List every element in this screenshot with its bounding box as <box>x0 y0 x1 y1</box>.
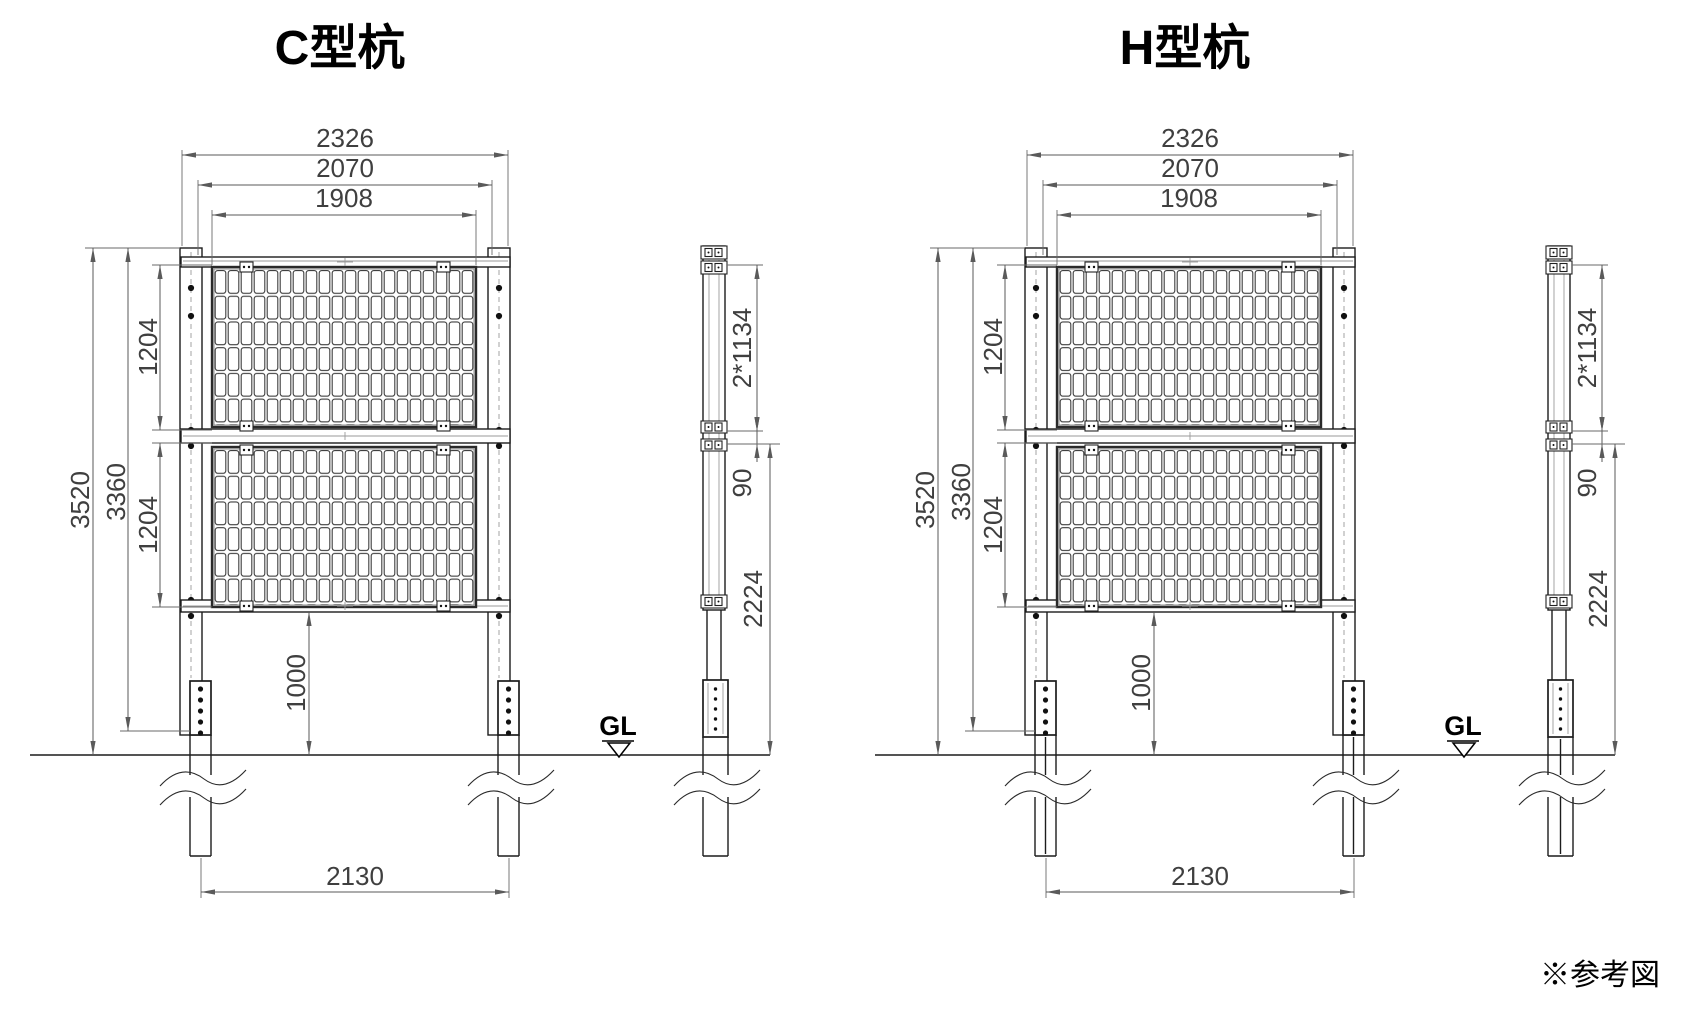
drawing-title: C型杭 <box>275 22 406 75</box>
dim-upper-panel-pitch: 1204 <box>133 318 163 376</box>
dim-panel-gap: 90 <box>1572 469 1602 498</box>
dim-module-height: 2*1134 <box>727 308 757 389</box>
dim-lower-panel-pitch: 1204 <box>133 496 163 554</box>
drawing-title: H型杭 <box>1120 22 1251 75</box>
dim-ground-clearance: 1000 <box>1126 654 1156 712</box>
ground-level-marker <box>606 742 632 759</box>
dim-module-height: 2*1134 <box>1572 308 1602 389</box>
dim-overall-width: 2326 <box>1161 123 1219 153</box>
dim-overall-width: 2326 <box>316 123 374 153</box>
dim-panel-width: 1908 <box>1160 183 1218 213</box>
dim-overall-height: 3520 <box>65 471 95 529</box>
dim-overall-height: 3520 <box>910 471 940 529</box>
dim-lower-height: 2224 <box>1583 570 1613 628</box>
drawing-c-type: C型杭 2326 2070 1908 3520 3360 1204 1204 1… <box>30 22 780 898</box>
ground-level-marker <box>1451 742 1477 759</box>
dim-lower-panel-pitch: 1204 <box>978 496 1008 554</box>
dim-lower-height: 2224 <box>738 570 768 628</box>
dim-pile-spacing: 2130 <box>326 861 384 891</box>
dim-frame-width: 2070 <box>1161 153 1219 183</box>
dim-frame-height: 3360 <box>101 463 131 521</box>
reference-note: ※参考図 <box>1540 959 1660 992</box>
dim-ground-clearance: 1000 <box>281 654 311 712</box>
h-pile-web-lines <box>1044 737 1562 854</box>
dim-panel-width: 1908 <box>315 183 373 213</box>
dim-pile-spacing: 2130 <box>1171 861 1229 891</box>
dim-frame-width: 2070 <box>316 153 374 183</box>
dim-panel-gap: 90 <box>727 469 757 498</box>
drawing-h-type: H型杭 2326 2070 1908 3520 3360 1204 1204 1… <box>875 22 1625 898</box>
dim-upper-panel-pitch: 1204 <box>978 318 1008 376</box>
ground-level-label: GL <box>599 711 637 741</box>
dim-frame-height: 3360 <box>946 463 976 521</box>
ground-level-label: GL <box>1444 711 1482 741</box>
